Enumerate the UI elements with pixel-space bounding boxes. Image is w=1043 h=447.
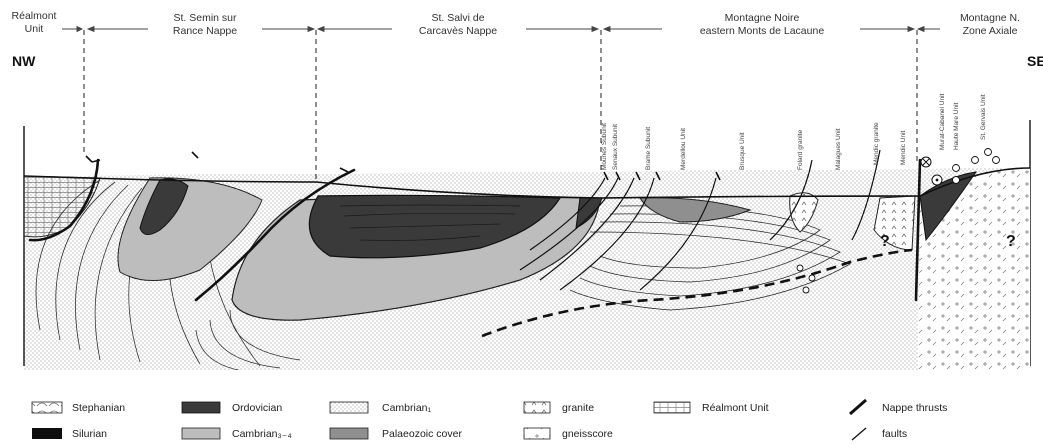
region-label-realmont: Réalmont xyxy=(12,10,57,22)
legend-swatch-stephanian xyxy=(31,401,63,414)
legend-label-ordovician: Ordovician xyxy=(232,402,282,414)
legend-label-thrust: Nappe thrusts xyxy=(882,402,947,414)
region-label-st-salvi-line2: Carcavès Nappe xyxy=(419,25,497,37)
unit-labels: Mounes Subunit Senaux Subunit Brame Subu… xyxy=(601,93,987,170)
unit-label-folard-granite: Folard granite xyxy=(797,130,804,170)
palaeozoic-merdellou xyxy=(639,197,752,223)
unit-label-mendic-unit: Mendic Unit xyxy=(900,130,907,165)
legend-label-cambrian34: Cambrian₃₋₄ xyxy=(232,428,292,440)
unit-label-mendic-granite: Mendic granite xyxy=(873,122,880,165)
legend-swatch-cambrian34 xyxy=(181,427,221,440)
legend-swatch-gneiss xyxy=(523,427,551,440)
unit-label-murat-cabanel: Murat-Cabanel Unit xyxy=(939,93,946,150)
nappe-thrust-lines xyxy=(28,158,922,302)
geological-section xyxy=(24,168,1030,370)
region-range-arrows xyxy=(62,25,940,33)
unit-label-merdellou: Merdellou Unit xyxy=(680,128,687,170)
legend: Stephanian Silurian Ordovician Cambrian₃… xyxy=(31,398,947,441)
mendic-granite-pattern xyxy=(874,196,915,250)
unit-label-mounes: Mounes Subunit xyxy=(601,123,608,170)
region-label-montagne-noire: Montagne Noire xyxy=(725,12,800,24)
region-label-zone-axiale: Montagne N. xyxy=(960,12,1020,24)
unit-label-haute-mare: Haute Mare Unit xyxy=(953,102,960,150)
legend-swatch-realmont xyxy=(653,401,691,414)
se-label: SE xyxy=(1027,53,1043,69)
nw-label: NW xyxy=(12,53,36,69)
unit-label-brame: Brame Subunit xyxy=(645,127,652,170)
legend-label-realmont: Réalmont Unit xyxy=(702,402,769,414)
fault-lines xyxy=(519,149,881,291)
legend-label-granite: granite xyxy=(562,402,594,414)
legend-label-palaeozoic: Palaeozoic cover xyxy=(382,428,462,440)
ordovician-st-salvi xyxy=(308,194,562,259)
legend-swatch-palaeozoic xyxy=(329,427,369,440)
zone-axiale-symbols xyxy=(796,148,1000,294)
ordovician-folds-st-salvi xyxy=(339,204,521,241)
thrust-tick-marks xyxy=(85,151,721,181)
region-label-st-semin-line2: Rance Nappe xyxy=(173,25,237,37)
region-label-st-semin: St. Semin sur xyxy=(173,12,237,24)
unknown-mark-zone-axiale: ? xyxy=(1006,233,1016,250)
legend-label-cambrian1: Cambrian₁ xyxy=(382,402,432,414)
region-label-realmont-line2: Unit xyxy=(25,23,44,35)
legend-label-fault: faults xyxy=(882,428,907,440)
region-label-montagne-noire-line2: eastern Monts de Lacaune xyxy=(700,25,824,37)
legend-label-stephanian: Stephanian xyxy=(72,402,125,414)
gneiss-core-pattern xyxy=(918,168,1030,370)
fold-symbols xyxy=(796,148,1000,294)
legend-swatch-silurian xyxy=(32,428,62,439)
unit-label-senaux: Senaux Subunit xyxy=(612,124,619,170)
unit-label-malagues: Malagues Unit xyxy=(835,128,842,170)
legend-swatch-thrust xyxy=(849,398,867,416)
region-boundaries xyxy=(83,30,918,182)
legend-swatch-fault xyxy=(851,427,867,441)
legend-swatch-cambrian1 xyxy=(329,401,369,414)
unit-label-brusque: Brusque Unit xyxy=(739,132,746,170)
ordovician-st-semin xyxy=(139,178,189,235)
legend-swatch-ordovician xyxy=(181,401,221,414)
st-salvi-fold-lines xyxy=(195,309,301,370)
legend-label-silurian: Silurian xyxy=(72,428,107,440)
legend-label-gneiss: gneisscore xyxy=(562,428,613,440)
region-headers: Réalmont Unit St. Semin sur Rance Nappe … xyxy=(12,10,1021,37)
region-label-zone-axiale-line2: Zone Axiale xyxy=(963,25,1018,37)
unit-label-st-gervais: St. Gervais Unit xyxy=(980,94,987,140)
legend-swatch-granite xyxy=(523,401,551,414)
folard-granite-pattern xyxy=(789,192,818,232)
region-label-st-salvi: St. Salvi de xyxy=(431,12,484,24)
unknown-mark-mendic: ? xyxy=(880,233,890,250)
